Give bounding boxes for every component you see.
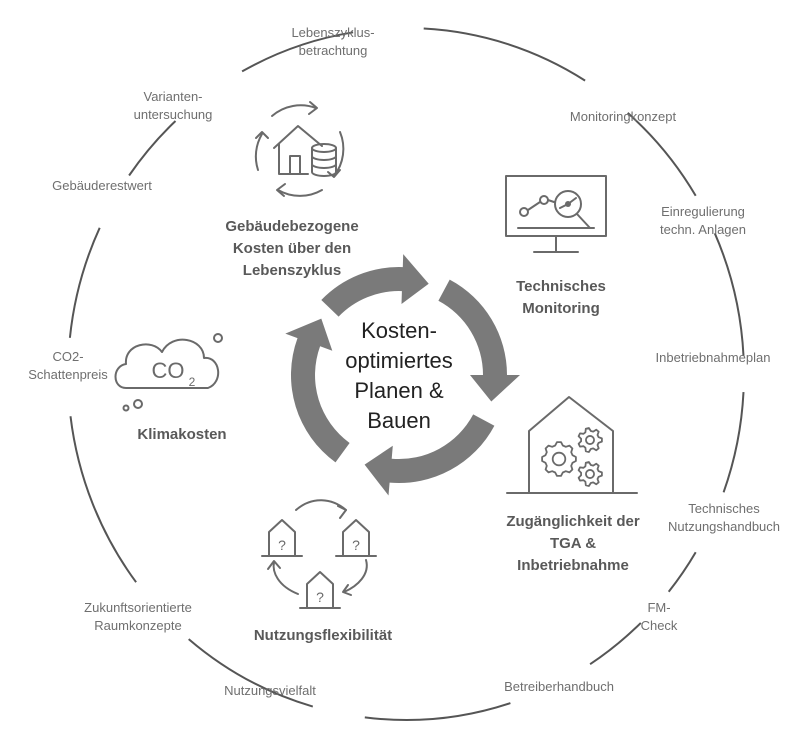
co2-cloud-icon: CO 2 (114, 333, 223, 412)
cycle-arc (271, 104, 317, 117)
outer-ring-arc (241, 31, 354, 73)
cloud-outline (114, 338, 219, 389)
gear-hub (585, 435, 595, 445)
houses-question-icon: ??? (261, 499, 377, 609)
cloud-bubble (122, 404, 130, 412)
cycle-arrowhead (342, 584, 352, 596)
chart-point (539, 195, 549, 205)
cycle-arrow (321, 254, 429, 317)
outer-label-fm-check: FM-Check (640, 600, 678, 633)
cycle-arrow (364, 414, 495, 496)
cycle-arrow (285, 318, 350, 463)
cycle-arrowhead (337, 505, 347, 519)
outer-ring-arc (69, 416, 137, 583)
question-mark: ? (316, 589, 324, 605)
house-outline (306, 571, 334, 609)
outer-ring-arc (423, 27, 586, 82)
outer-ring-arc (589, 622, 642, 666)
cycle-arrowhead (327, 169, 341, 178)
outer-ring-arc (667, 551, 697, 593)
database-body (311, 147, 337, 177)
cycle-arc (277, 189, 323, 197)
outer-ring-arc (722, 392, 745, 493)
house-database-cycle-icon (254, 101, 345, 197)
house-outline (342, 519, 370, 557)
cycle-arc (254, 133, 263, 171)
house-wall (278, 143, 309, 175)
gear-icon (577, 427, 603, 453)
question-mark: ? (352, 537, 360, 553)
gear-hub (585, 469, 595, 479)
cycle-arrow-line (295, 499, 347, 511)
outer-label-inbetriebnahmeplan: Inbetriebnahmeplan (655, 350, 771, 365)
monitor-stand (533, 235, 579, 253)
cycle-arrowhead (267, 560, 281, 570)
house-outline (268, 519, 296, 557)
cloud-bubble (133, 399, 143, 409)
cycle-arrow-line (343, 559, 368, 593)
cloud-bubble (213, 333, 223, 343)
monitor-magnifier-icon (505, 175, 607, 253)
outer-label-lebenszyklusbetrachtung: Lebenszyklus-betrachtung (291, 25, 375, 58)
outer-label-co2-schattenpreis: CO2-Schattenpreis (28, 349, 108, 382)
outer-ring-arc (68, 227, 101, 338)
outer-ring-arc (364, 702, 511, 721)
section-flexibility: Nutzungsflexibilität (253, 627, 393, 644)
outer-label-variantenuntersuchung: Varianten-untersuchung (133, 89, 213, 122)
outer-label-gebaeuderestwert: Gebäuderestwert (52, 178, 152, 193)
magnifier-lens (554, 190, 582, 218)
house-door (289, 155, 301, 175)
outer-ring-arc (188, 638, 314, 708)
cycle-arrowhead (276, 183, 286, 197)
cycle-arrowhead (308, 101, 318, 115)
outer-ring-arc (128, 120, 177, 177)
co2-subscript: 2 (189, 375, 196, 389)
outer-label-monitoringkonzept: Monitoringkonzept (569, 109, 677, 124)
cycle-arrow (438, 279, 520, 402)
building-outline (528, 396, 614, 494)
section-climate: Klimakosten (137, 426, 227, 443)
chart-point (519, 207, 529, 217)
outer-ring-arc (627, 112, 697, 197)
magnifier-handle (559, 197, 591, 229)
gear-hub (551, 451, 567, 467)
building-gears-icon (506, 396, 638, 494)
co2-text: CO (152, 358, 185, 383)
house-roof (273, 125, 323, 149)
question-mark: ? (278, 537, 286, 553)
database-top (311, 143, 337, 153)
gear-icon (577, 461, 603, 487)
gear-icon (541, 441, 577, 477)
outer-ring-arc (713, 232, 745, 356)
cycle-arrow-line (272, 561, 299, 595)
chart-line (527, 199, 555, 211)
outer-label-betreiberhandbuch: Betreiberhandbuch (504, 679, 614, 694)
cycle-arrowhead (255, 131, 269, 139)
outer-label-nutzungsvielfalt: Nutzungsvielfalt (224, 683, 316, 698)
